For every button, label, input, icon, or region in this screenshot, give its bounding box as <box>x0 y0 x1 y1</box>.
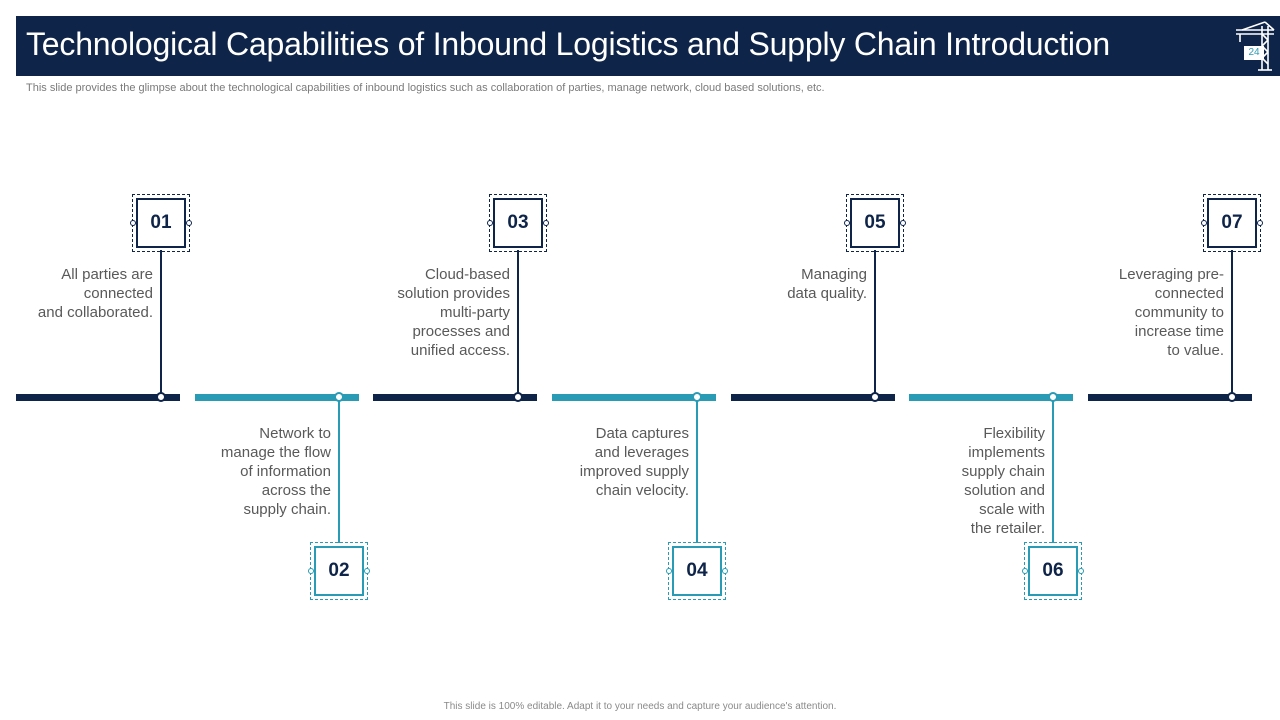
page-title: Technological Capabilities of Inbound Lo… <box>26 26 1110 62</box>
step-number-box: 05 <box>844 194 906 252</box>
box-handle-dot <box>364 568 370 574</box>
step-number-box: 06 <box>1022 542 1084 600</box>
step-number-box: 04 <box>666 542 728 600</box>
step-description: Flexibility implements supply chain solu… <box>961 425 1045 537</box>
connector-line <box>1052 397 1054 543</box>
step-description: All parties are connected and collaborat… <box>37 266 153 321</box>
timeline-node <box>1048 392 1058 402</box>
box-handle-dot <box>1022 568 1028 574</box>
timeline-node <box>692 392 702 402</box>
box-handle-dot <box>1201 220 1207 226</box>
box-handle-dot <box>900 220 906 226</box>
box-handle-dot <box>308 568 314 574</box>
timeline-segment <box>16 394 180 401</box>
footer-note: This slide is 100% editable. Adapt it to… <box>443 701 837 712</box>
step-description: Managing data quality. <box>787 266 867 302</box>
timeline-segment <box>909 394 1073 401</box>
timeline-segment <box>731 394 895 401</box>
connector-line <box>338 397 340 543</box>
box-handle-dot <box>1257 220 1263 226</box>
step-number-box: 07 <box>1201 194 1263 252</box>
step-description: Network to manage the flow of informatio… <box>220 425 331 518</box>
box-handle-dot <box>130 220 136 226</box>
step-number-box: 02 <box>308 542 370 600</box>
step-number-box: 01 <box>130 194 192 252</box>
timeline-node <box>156 392 166 402</box>
connector-line <box>696 397 698 543</box>
timeline-node <box>870 392 880 402</box>
timeline-node <box>513 392 523 402</box>
step-number-box: 03 <box>487 194 549 252</box>
timeline-segment <box>1088 394 1252 401</box>
step-number: 05 <box>850 198 900 248</box>
step-description: Leveraging pre- connected community to i… <box>1118 266 1224 359</box>
header-bar: Technological Capabilities of Inbound Lo… <box>16 16 1280 76</box>
connector-line <box>160 250 162 397</box>
box-handle-dot <box>543 220 549 226</box>
box-handle-dot <box>487 220 493 226</box>
box-handle-dot <box>666 568 672 574</box>
step-number: 01 <box>136 198 186 248</box>
box-handle-dot <box>844 220 850 226</box>
step-number: 04 <box>672 546 722 596</box>
slide-subtitle: This slide provides the glimpse about th… <box>26 82 825 94</box>
timeline-segment <box>195 394 359 401</box>
step-description: Cloud-based solution provides multi-part… <box>397 266 510 359</box>
box-handle-dot <box>186 220 192 226</box>
step-number: 07 <box>1207 198 1257 248</box>
step-number: 03 <box>493 198 543 248</box>
timeline-segment <box>552 394 716 401</box>
step-description: Data captures and leverages improved sup… <box>579 425 689 499</box>
step-number: 02 <box>314 546 364 596</box>
connector-line <box>874 250 876 397</box>
timeline-node <box>334 392 344 402</box>
crane-icon <box>1236 21 1275 71</box>
timeline-segment <box>373 394 537 401</box>
connector-line <box>1231 250 1233 397</box>
page-number: 24 <box>1244 46 1264 60</box>
connector-line <box>517 250 519 397</box>
box-handle-dot <box>1078 568 1084 574</box>
step-number: 06 <box>1028 546 1078 596</box>
timeline-node <box>1227 392 1237 402</box>
box-handle-dot <box>722 568 728 574</box>
